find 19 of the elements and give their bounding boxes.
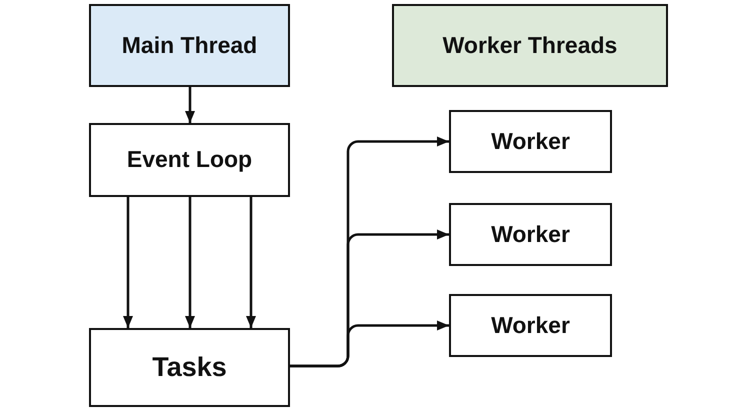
- node-label: Worker: [491, 128, 570, 154]
- process-box: [449, 203, 612, 266]
- node-label: Worker: [491, 312, 570, 338]
- arrow: [246, 197, 256, 328]
- node-label: Tasks: [152, 352, 227, 382]
- node-label: Worker: [491, 222, 570, 248]
- node-label: Event Loop: [126, 147, 252, 173]
- arrow: [185, 197, 195, 328]
- node-label: Worker Threads: [442, 32, 618, 58]
- arrow: [185, 87, 195, 123]
- thread-box: [89, 4, 290, 87]
- node-label: Main Thread: [122, 32, 258, 58]
- process-box: [449, 110, 612, 173]
- process-box: [89, 328, 290, 407]
- process-box: [449, 294, 612, 357]
- arrow: [123, 197, 133, 328]
- process-box: [89, 123, 290, 197]
- arrow: [290, 320, 449, 368]
- thread-box: [392, 4, 668, 87]
